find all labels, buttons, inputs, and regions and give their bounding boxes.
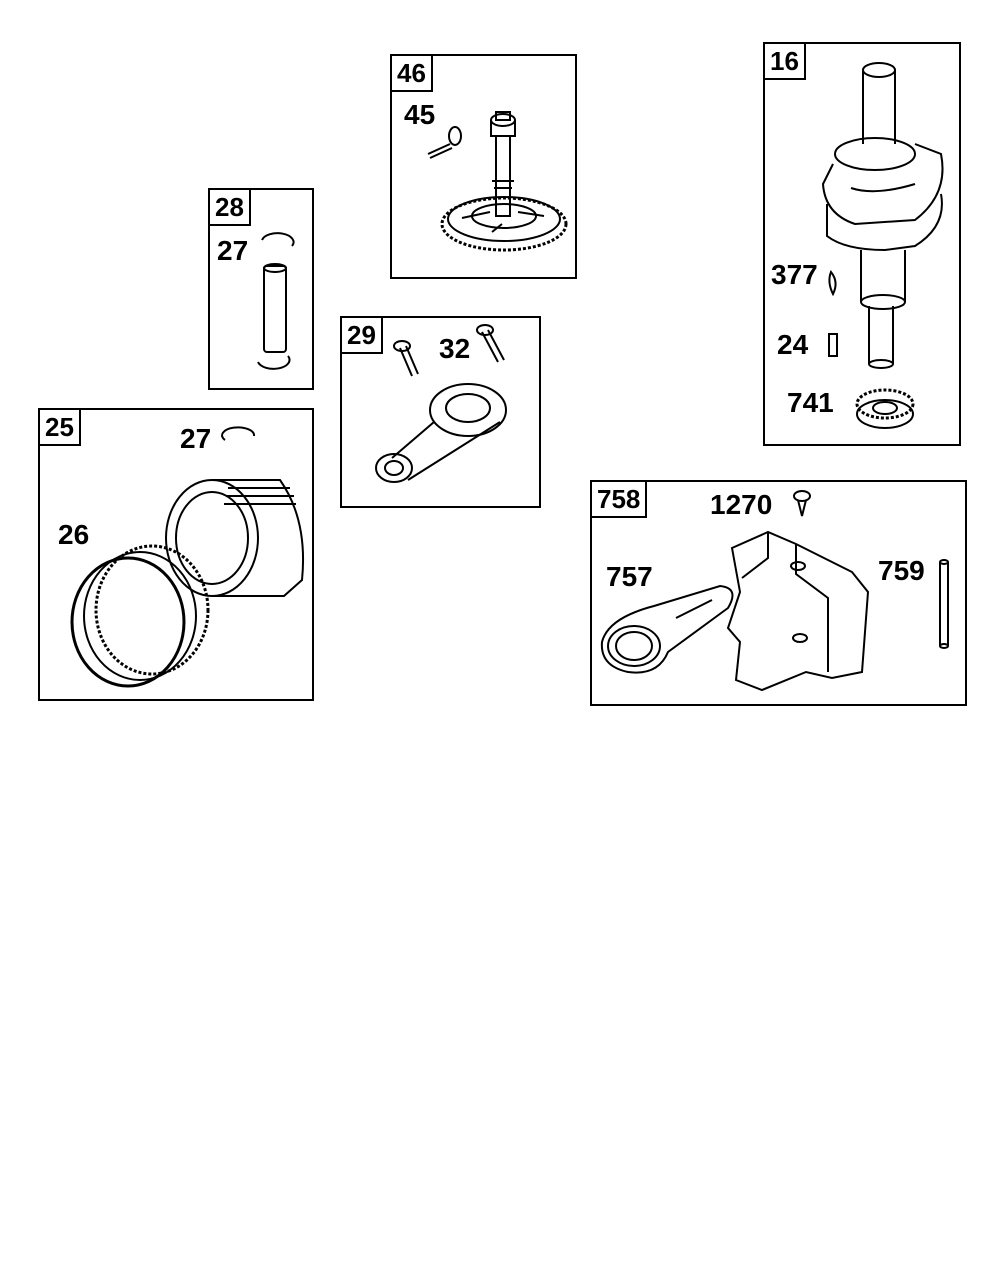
panel-tag-16: 16 xyxy=(763,42,806,80)
piston-pin-drawing xyxy=(210,190,316,392)
piston-rings-drawing xyxy=(40,410,316,703)
callout-24: 24 xyxy=(777,329,809,360)
panel-tag-46: 46 xyxy=(390,54,433,92)
callout-759: 759 xyxy=(878,555,925,586)
callout-1270: 1270 xyxy=(710,489,773,520)
callout-26: 26 xyxy=(58,519,90,550)
panel-tag-28: 28 xyxy=(208,188,251,226)
panel-758: 758 1270 757 759 xyxy=(590,480,967,706)
camshaft-gear-drawing xyxy=(392,56,579,281)
panel-28: 28 27 xyxy=(208,188,314,390)
callout-741: 741 xyxy=(787,387,834,418)
callout-45: 45 xyxy=(404,99,436,130)
callout-27: 27 xyxy=(217,235,249,266)
panel-29: 29 32 xyxy=(340,316,541,508)
panel-46: 46 45 xyxy=(390,54,577,279)
crankshaft-drawing xyxy=(765,44,963,448)
callout-377: 377 xyxy=(771,259,818,290)
callout-757: 757 xyxy=(606,561,653,592)
callout-32: 32 xyxy=(439,333,471,364)
panel-tag-29: 29 xyxy=(340,316,383,354)
panel-16: 16 377 24 741 xyxy=(763,42,961,446)
panel-tag-25: 25 xyxy=(38,408,81,446)
panel-tag-758: 758 xyxy=(590,480,648,518)
balancer-drawing xyxy=(592,482,969,708)
connecting-rod-drawing xyxy=(342,318,543,510)
callout-27b: 27 xyxy=(180,423,212,454)
panel-25: 25 27 26 xyxy=(38,408,314,701)
